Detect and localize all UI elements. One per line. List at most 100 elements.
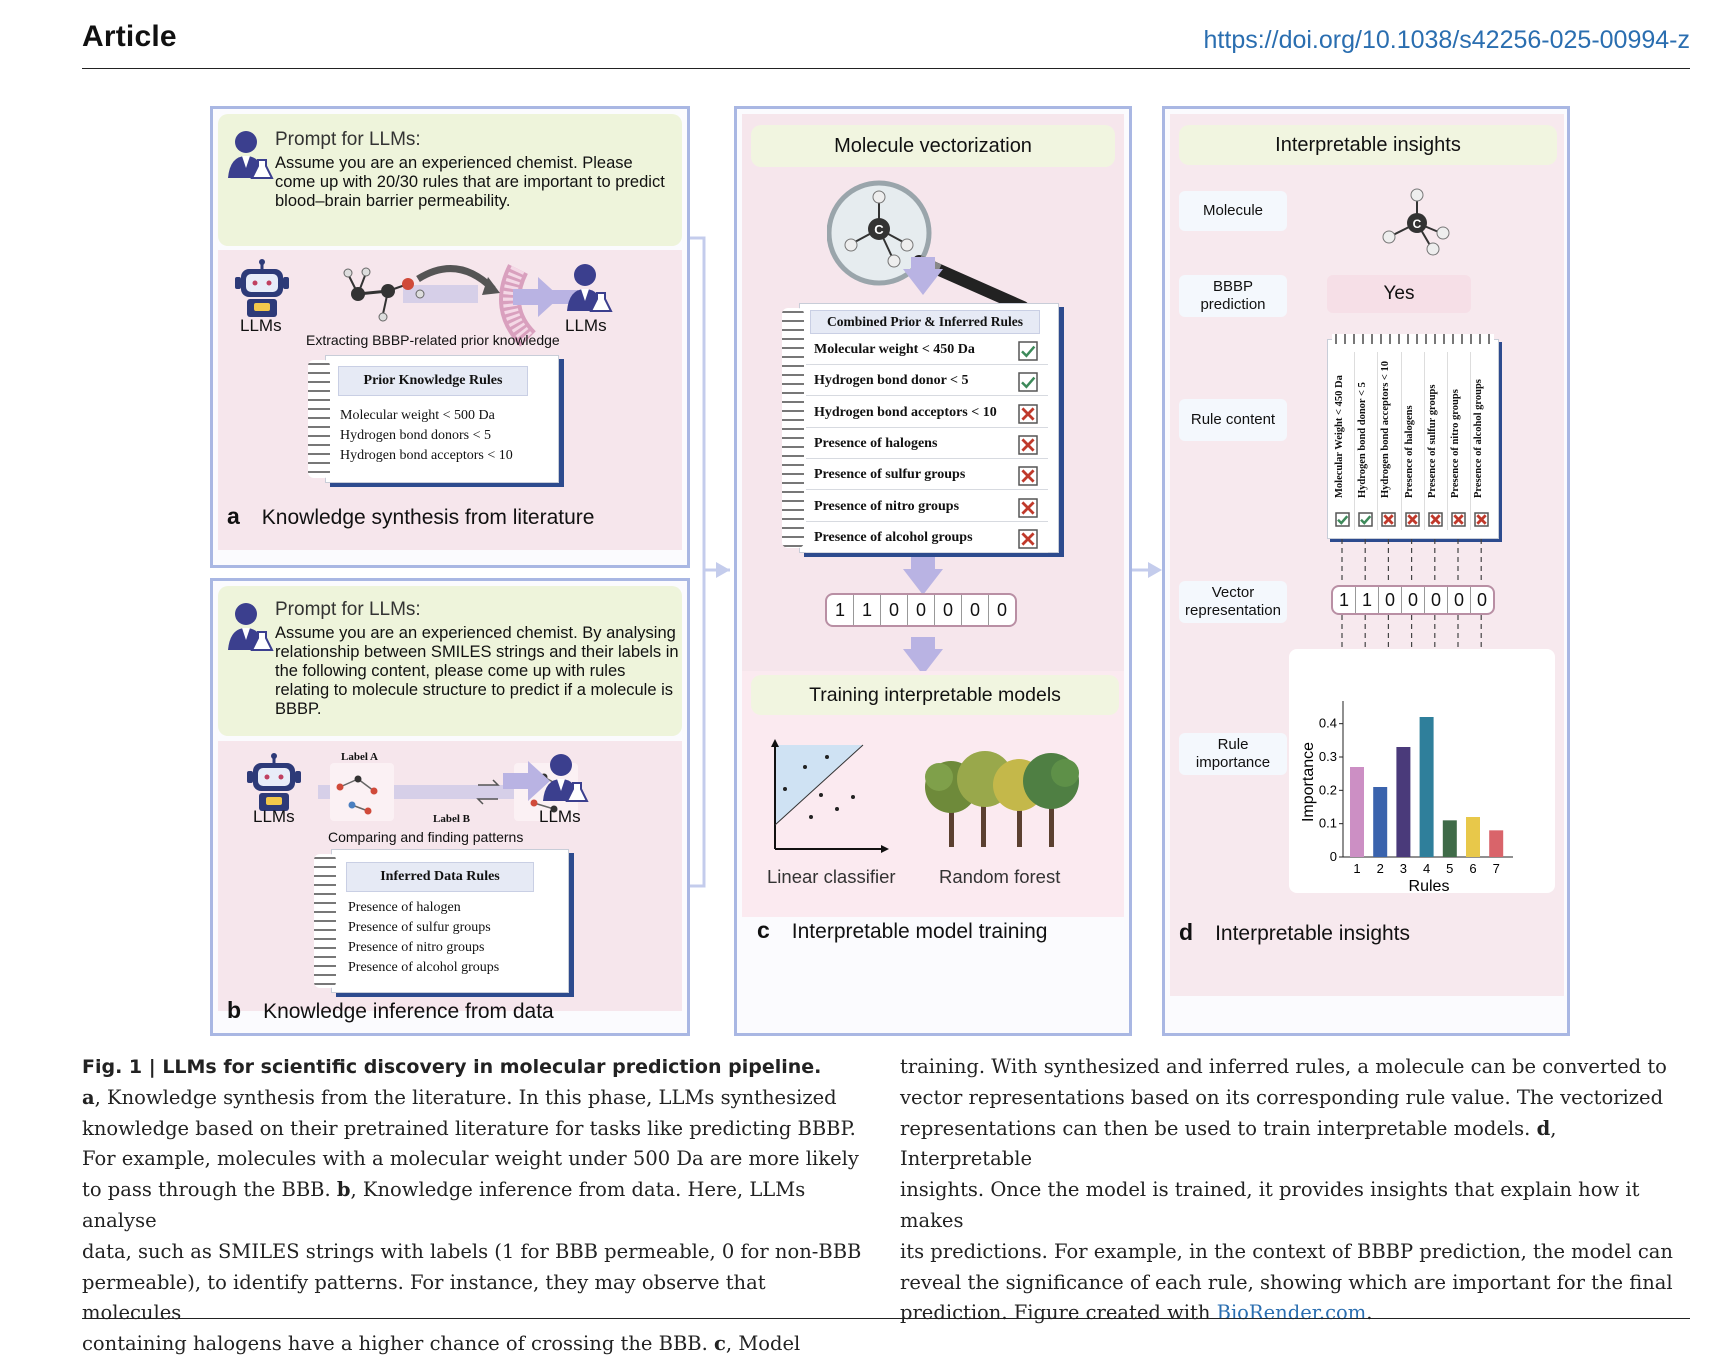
random-forest-icon	[925, 751, 1079, 847]
doi-link[interactable]: https://doi.org/10.1038/s42256-025-00994…	[1203, 26, 1690, 54]
vector-cell: 0	[1378, 587, 1401, 613]
notebook-title: Inferred Data Rules	[346, 862, 534, 892]
robot-icon	[235, 259, 289, 317]
vector-cell: 0	[961, 595, 988, 625]
linear-classifier-plot	[771, 739, 889, 853]
rule-content-item: Presence of halogens	[1403, 405, 1415, 498]
caption-line: reveal the significance of each rule, sh…	[900, 1270, 1673, 1294]
rule-item: Presence of nitro groups	[814, 498, 960, 514]
cross-icon	[1381, 512, 1397, 527]
caption-line: prediction. Figure created with BioRende…	[900, 1301, 1373, 1325]
caption-line: containing halogens have a higher chance…	[82, 1332, 801, 1356]
biorender-link[interactable]: BioRender.com	[1210, 1301, 1367, 1325]
chemist-icon	[567, 264, 613, 312]
x-axis-label: Rules	[1409, 878, 1450, 893]
cross-icon	[1018, 435, 1038, 455]
x-tick-label: 4	[1423, 861, 1430, 876]
caption-heading: Fig. 1 | LLMs for scientific discovery i…	[82, 1056, 822, 1078]
caption-line: to pass through the BBB. b, Knowledge in…	[82, 1178, 806, 1232]
bar	[1419, 717, 1434, 857]
rule-item: Presence of sulfur groups	[348, 920, 491, 935]
notebook-title: Prior Knowledge Rules	[338, 366, 528, 396]
vectorization-header: Molecule vectorization	[751, 125, 1115, 167]
caption-line: vector representations based on its corr…	[900, 1085, 1664, 1109]
caption-line: training. With synthesized and inferred …	[900, 1055, 1667, 1078]
prompt-box-a: Prompt for LLMs: Assume you are an exper…	[218, 114, 682, 246]
chemist-icon	[228, 603, 274, 651]
rule-content-item: Molecular Weight < 450 Da	[1334, 375, 1345, 498]
figure-caption-right: training. With synthesized and inferred …	[900, 1052, 1690, 1329]
rule-content-item: Hydrogen bond acceptors < 10	[1380, 360, 1392, 498]
rule-item: Presence of alcohol groups	[348, 960, 500, 975]
x-tick-label: 2	[1377, 861, 1384, 876]
arrow-right-icon	[503, 761, 550, 801]
caption-line: knowledge based on their pretrained lite…	[82, 1116, 856, 1140]
vector-cell: 1	[1338, 590, 1349, 610]
rule-content-item: Hydrogen bond donor < 5	[1357, 382, 1369, 498]
panel-c: Molecule vectorization C Combined Prior …	[734, 106, 1132, 1036]
caption-line: data, such as SMILES strings with labels…	[82, 1239, 862, 1263]
vector-guide-lines	[1341, 539, 1482, 829]
vector-cell: 0	[988, 595, 1015, 625]
prior-knowledge-notebook: Prior Knowledge Rules Molecular weight <…	[308, 355, 559, 483]
vector-cell: 0	[907, 595, 934, 625]
prediction-value: Yes	[1327, 275, 1471, 313]
panel-letter-a: a	[227, 503, 240, 529]
panel-b-title: Knowledge inference from data	[263, 1000, 554, 1023]
cross-icon	[1018, 497, 1038, 518]
spiral-binding	[1332, 334, 1494, 344]
llm-label-left: LLMs	[240, 316, 282, 335]
linear-classifier-label: Linear classifier	[767, 866, 896, 887]
column-divider	[1377, 352, 1379, 530]
vector-cell: 1	[853, 595, 880, 625]
row-label-prediction: BBBP prediction	[1179, 275, 1287, 317]
llm-label-left: LLMs	[253, 807, 295, 826]
y-axis-label: Importance	[1300, 742, 1317, 822]
y-tick-label: 0.2	[1319, 782, 1337, 797]
panel-a-title: Knowledge synthesis from literature	[261, 506, 595, 529]
atom-c: C	[874, 222, 884, 237]
vector-cell: 0	[1401, 587, 1424, 613]
rule-item: Presence of sulfur groups	[814, 467, 966, 483]
panel-connectors	[688, 236, 1162, 888]
caption-line: a, Knowledge synthesis from the literatu…	[82, 1085, 837, 1109]
vector-cell: 0	[934, 595, 961, 625]
panel-b: Prompt for LLMs: Assume you are an exper…	[210, 578, 690, 1036]
vector-cell: 1	[834, 600, 845, 620]
rule-item: Hydrogen bond acceptors < 10	[814, 404, 997, 420]
rule-divider	[806, 364, 1048, 365]
figure-caption-left: Fig. 1 | LLMs for scientific discovery i…	[82, 1052, 862, 1360]
vectorization-title: Molecule vectorization	[834, 135, 1032, 157]
rule-divider	[806, 457, 1048, 459]
random-forest-label: Random forest	[939, 866, 1061, 887]
caption-line: its predictions. For example, in the con…	[900, 1239, 1673, 1263]
bar	[1442, 820, 1457, 857]
magnifier-molecule-icon: C	[827, 180, 1029, 313]
bar	[1373, 787, 1388, 857]
y-tick-label: 0.4	[1319, 716, 1337, 731]
rule-divider	[806, 489, 1048, 491]
cross-icon	[1428, 512, 1443, 527]
combined-rules-notebook: Combined Prior & Inferred Rules Molecula…	[782, 303, 1059, 553]
arrow-down-icon	[903, 557, 943, 595]
rule-content-item: Presence of nitro groups	[1450, 389, 1461, 498]
rule-item: Molecular weight < 500 Da	[340, 408, 495, 423]
x-tick-label: 6	[1469, 861, 1476, 876]
rule-divider	[806, 520, 1048, 522]
panel-a: Prompt for LLMs: Assume you are an exper…	[210, 106, 690, 568]
cross-icon	[1404, 512, 1420, 527]
caption-line: insights. Once the model is trained, it …	[900, 1178, 1640, 1232]
rule-item: Presence of halogens	[814, 435, 938, 451]
cross-icon	[1451, 512, 1466, 527]
flow-caption-a: Extracting BBBP-related prior knowledge	[306, 332, 560, 348]
bar	[1350, 767, 1364, 857]
bar	[1489, 830, 1504, 857]
robot-icon	[247, 753, 301, 811]
panel-letter-b: b	[227, 997, 242, 1023]
vector-cell: 0	[880, 595, 907, 625]
column-divider	[1447, 352, 1448, 530]
rule-item: Hydrogen bond donors < 5	[340, 428, 491, 443]
